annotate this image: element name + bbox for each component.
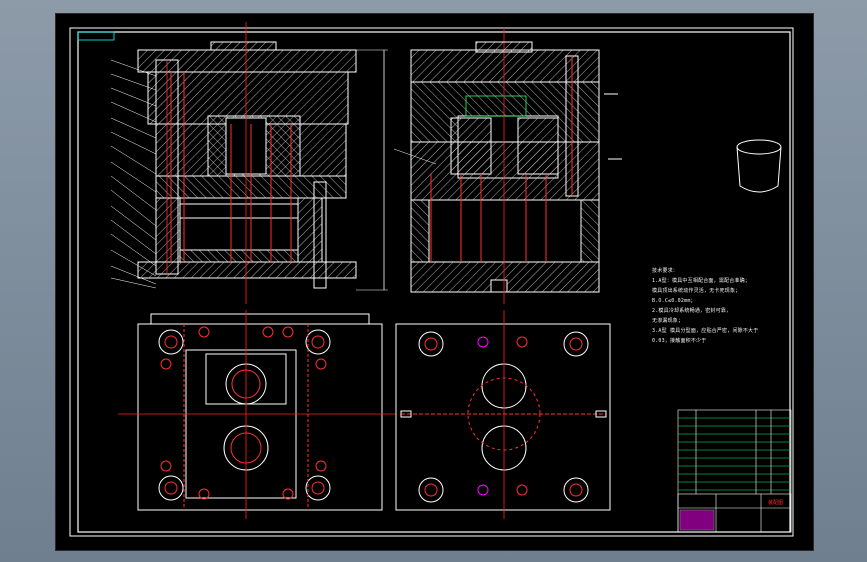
corner-box bbox=[77, 31, 115, 41]
note-line: 无渗漏现象； bbox=[652, 318, 684, 324]
note-line: B.O.C≤0.02mm； bbox=[652, 298, 696, 304]
note-line: 0.03，接触面积不少于 bbox=[652, 338, 707, 344]
cad-viewport[interactable]: 技术要求： 1.A型：模具中互相配合面，需配合准确； 模具顶出系统动作灵活，无卡死现… bbox=[55, 13, 814, 551]
product-isometric bbox=[736, 139, 782, 193]
mold-assembly-drawing bbox=[69, 22, 794, 537]
note-line: 模具顶出系统动作灵活，无卡死现象； bbox=[652, 288, 741, 294]
title-block bbox=[677, 409, 792, 533]
note-line: 3.A型 模具分型面，应贴合严密，间隙不大于 bbox=[652, 328, 759, 334]
technical-notes: 技术要求： 1.A型：模具中互相配合面，需配合准确； 模具顶出系统动作灵活，无卡死现… bbox=[652, 266, 772, 346]
right-plan-view bbox=[395, 310, 611, 519]
left-plan-view bbox=[118, 310, 396, 519]
note-line: 技术要求： bbox=[652, 268, 679, 274]
note-line: 2.模具冷却系统畅通，密封可靠， bbox=[652, 308, 732, 314]
outer-frame bbox=[69, 27, 794, 537]
left-section-view bbox=[110, 22, 388, 304]
title-block-mark: 装配图 bbox=[768, 500, 784, 506]
inner-frame bbox=[77, 31, 791, 533]
right-section-view bbox=[393, 28, 622, 304]
note-line: 1.A型：模具中互相配合面，需配合准确； bbox=[652, 278, 751, 284]
